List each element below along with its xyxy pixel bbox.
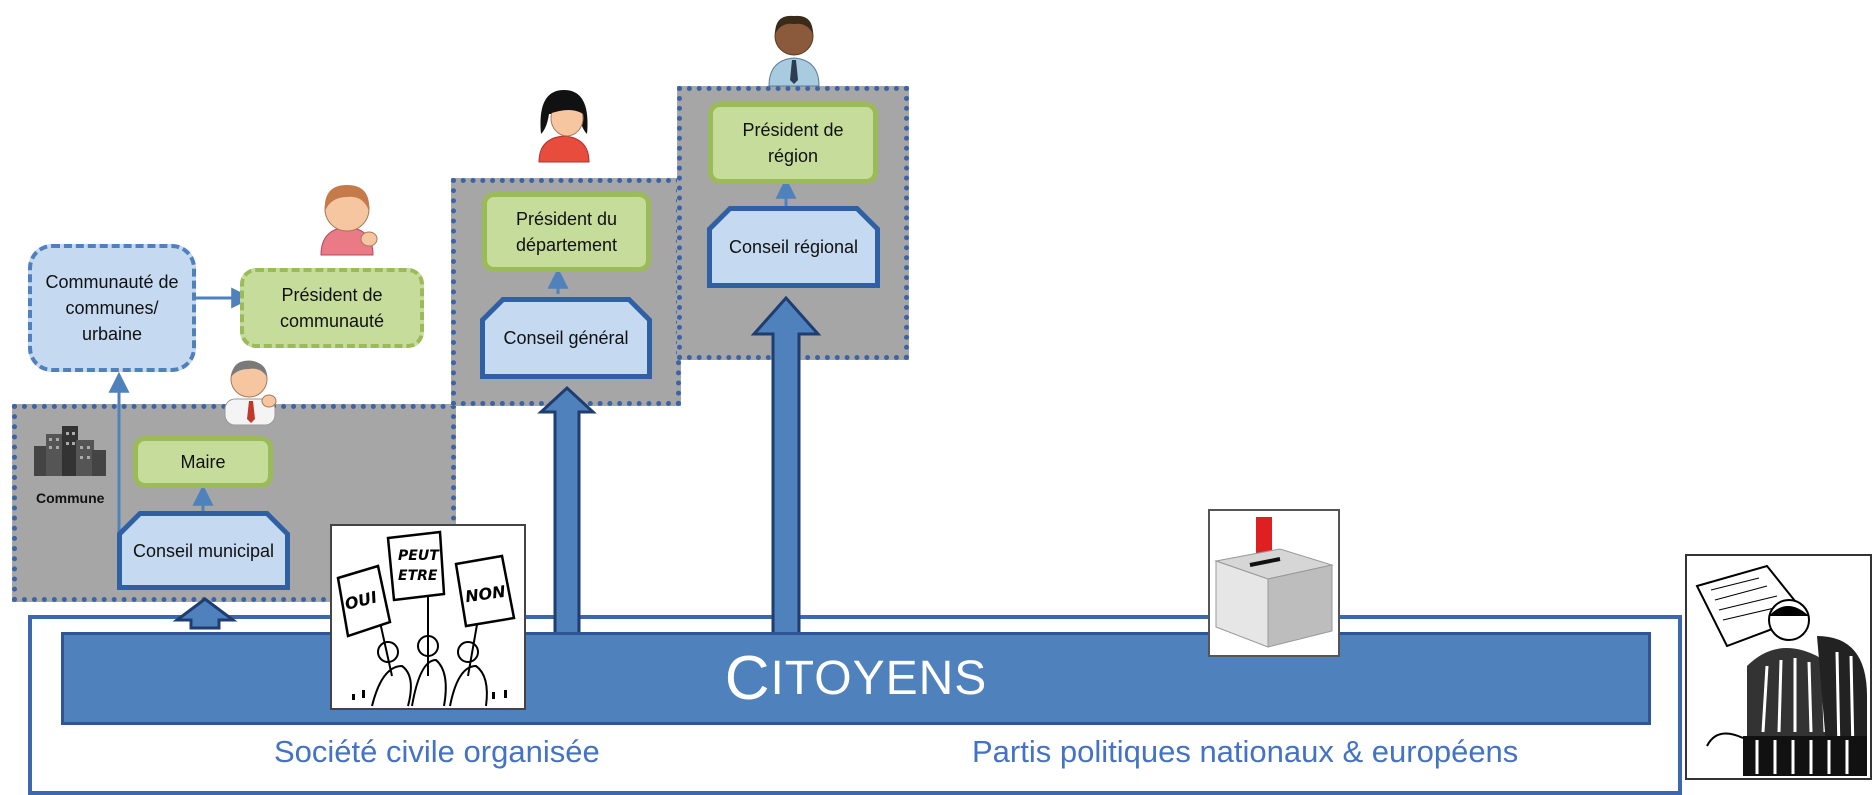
commune-label: Commune bbox=[36, 490, 105, 506]
protest-placards-icon: OUI PEUT ETRE NON bbox=[330, 524, 526, 710]
conseil-general-box: Conseil général bbox=[480, 297, 652, 379]
man-reading-newspaper-icon bbox=[1685, 554, 1872, 780]
president-communaute-box: Président de communauté bbox=[240, 268, 424, 348]
buildings-icon bbox=[28, 420, 114, 482]
arrow-citoyens-region bbox=[750, 295, 822, 637]
conseil-regional-label: Conseil régional bbox=[712, 211, 875, 283]
woman-dark-hair-avatar-icon bbox=[531, 84, 597, 164]
man-dark-avatar-icon bbox=[763, 10, 825, 88]
arrow-citoyens-departement bbox=[537, 385, 597, 637]
ballot-box-icon bbox=[1208, 509, 1340, 657]
president-departement-box: Président du département bbox=[482, 192, 651, 272]
societe-civile-label: Société civile organisée bbox=[274, 734, 600, 769]
arrow-citoyens-commune bbox=[172, 597, 238, 630]
conseil-municipal-box: Conseil municipal bbox=[117, 511, 290, 590]
communaute-box: Communauté de communes/ urbaine bbox=[28, 244, 196, 372]
conseil-municipal-label: Conseil municipal bbox=[122, 516, 285, 585]
placard-middle: PEUT bbox=[398, 548, 440, 564]
conseil-general-label: Conseil général bbox=[485, 302, 647, 374]
placard-middle-2: ETRE bbox=[398, 568, 438, 584]
man-avatar-icon bbox=[221, 355, 281, 427]
maire-box: Maire bbox=[133, 436, 273, 488]
conseil-regional-box: Conseil régional bbox=[707, 206, 880, 288]
president-region-box: Président de région bbox=[708, 102, 878, 184]
partis-politiques-label: Partis politiques nationaux & européens bbox=[972, 734, 1519, 769]
citoyens-rest: ITOYENS bbox=[770, 652, 988, 705]
citoyens-initial: C bbox=[724, 644, 771, 713]
woman-avatar-icon bbox=[313, 177, 381, 257]
